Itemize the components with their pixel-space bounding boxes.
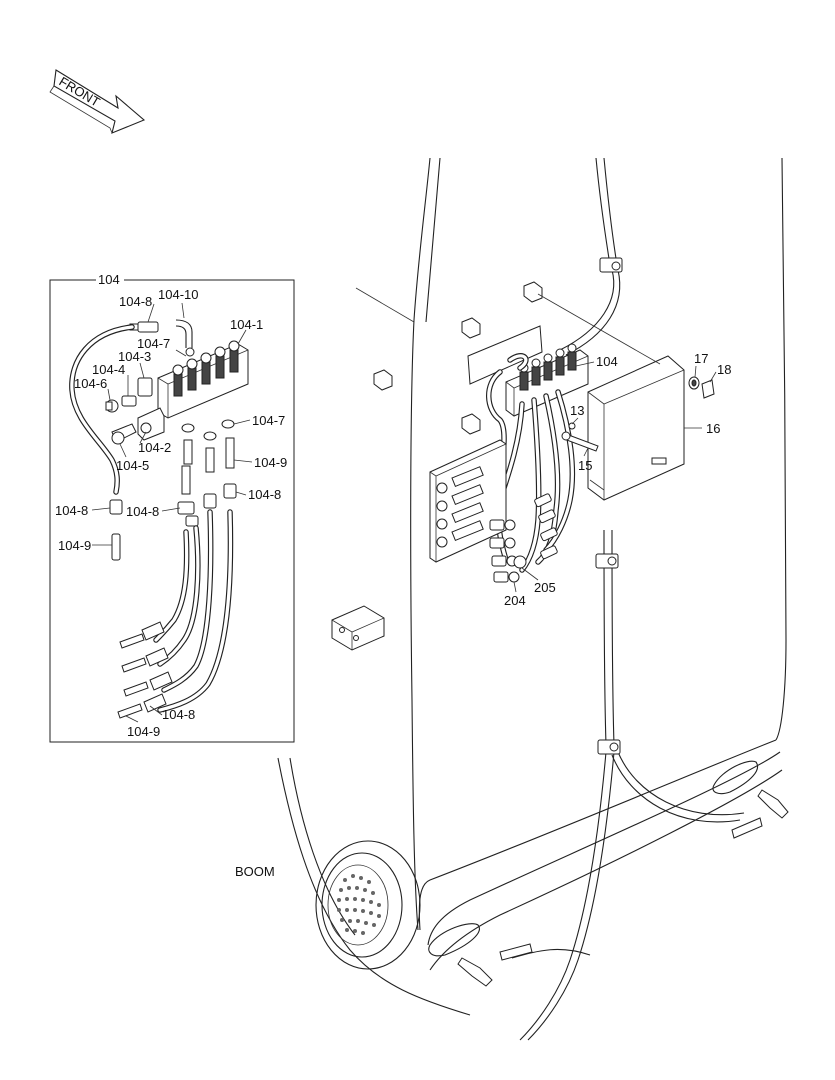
washer-17: [688, 376, 700, 390]
foot-pin-grid: [337, 874, 381, 935]
bolt-15: [561, 431, 599, 452]
bolt-18: [701, 379, 715, 399]
boss-block-4: [461, 413, 481, 435]
label-13: 13: [570, 403, 584, 418]
label-104-8-top: 104-8: [119, 294, 152, 309]
front-arrow-icon: FRONT: [49, 69, 146, 134]
label-104-4: 104-4: [92, 362, 125, 377]
inset-nuts-104-8: [177, 483, 237, 527]
bracket-16: [587, 355, 685, 501]
label-18: 18: [717, 362, 731, 377]
label-104-2: 104-2: [138, 440, 171, 455]
boom-hoses: [511, 269, 745, 1041]
inset-connectors-104-9: [181, 437, 235, 495]
label-104-main: 104: [596, 354, 618, 369]
inset-left-fittings: [109, 499, 123, 561]
label-104-1: 104-1: [230, 317, 263, 332]
label-15: 15: [578, 458, 592, 473]
label-104-9-right: 104-9: [254, 455, 287, 470]
hose-clamp-lower: [597, 739, 621, 755]
label-204: 204: [504, 593, 526, 608]
inset-distribution-block: [157, 340, 249, 419]
label-104-8-left: 104-8: [55, 503, 88, 518]
label-17: 17: [694, 351, 708, 366]
leader-bracket-boss: [537, 293, 661, 365]
boss-block-3: [373, 369, 393, 391]
inset-tube-104-10: [175, 319, 193, 348]
label-104-5: 104-5: [116, 458, 149, 473]
label-104-3: 104-3: [118, 349, 151, 364]
label-16: 16: [706, 421, 720, 436]
inset-104: 104: [49, 272, 295, 743]
boom-body: [277, 157, 787, 1016]
label-104-6: 104-6: [74, 376, 107, 391]
inset-fitting-104-2: [137, 407, 165, 441]
inset-fitting-104-6: [105, 399, 119, 413]
boss-block-2: [461, 317, 481, 339]
label-104-10: 104-10: [158, 287, 198, 302]
inset-leaders: [91, 302, 253, 723]
boom-label: BOOM: [235, 864, 275, 879]
label-205: 205: [534, 580, 556, 595]
inset-title: 104: [98, 272, 120, 287]
mounting-plate: [467, 325, 543, 385]
boss-block-1: [523, 281, 543, 303]
elbow-fittings: [489, 493, 558, 583]
label-104-7-top: 104-7: [137, 336, 170, 351]
label-104-8-right: 104-8: [248, 487, 281, 502]
label-104-7-right: 104-7: [252, 413, 285, 428]
label-104-8-mid: 104-8: [126, 504, 159, 519]
inset-fitting-104-5: [111, 423, 137, 445]
label-104-9-left: 104-9: [58, 538, 91, 553]
bottom-hose-fittings: [457, 789, 789, 987]
inset-hose-end-fittings: [117, 621, 173, 719]
label-104-8-bottom: 104-8: [162, 707, 195, 722]
hose-clamp-upper: [599, 257, 623, 273]
label-104-9-bottom: 104-9: [127, 724, 160, 739]
hose-clamp-middle: [595, 553, 619, 569]
inset-rings-104-7: [181, 419, 235, 441]
inset-fitting-104-4: [121, 395, 137, 407]
inset-fitting-104-3: [137, 377, 153, 397]
main-leaders: [513, 361, 717, 593]
washer-13: [568, 422, 576, 430]
distribution-block-main: [505, 343, 589, 417]
pad-block: [331, 605, 385, 651]
manifold-block: [429, 439, 507, 563]
